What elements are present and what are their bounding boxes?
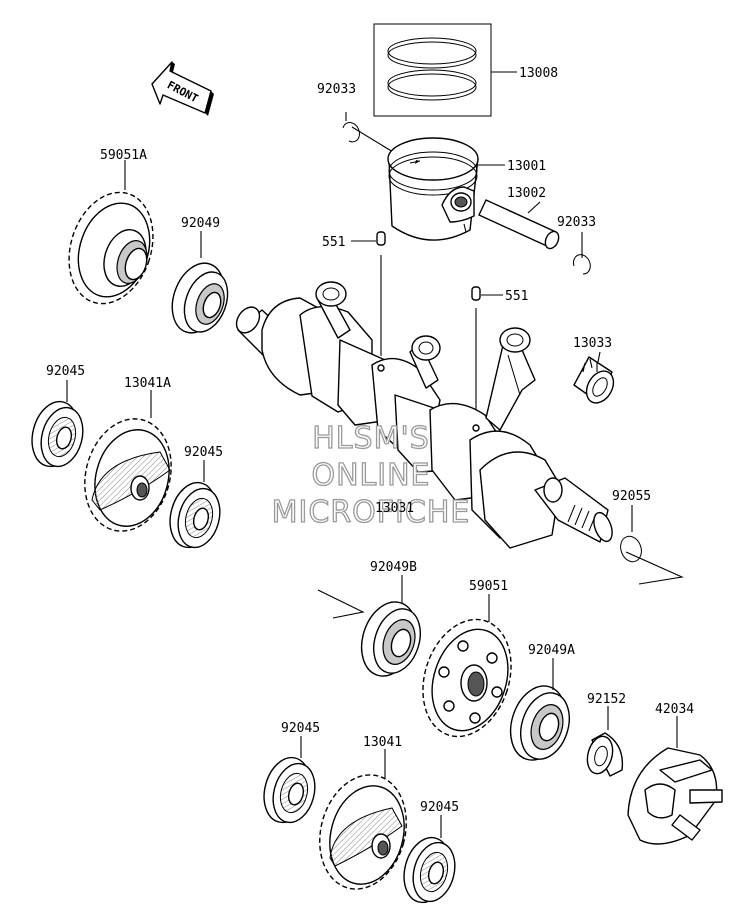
oil-seal-92049a [509,658,570,761]
watermark: HLSM'S ONLINE MICROFICHE [271,420,471,530]
callout-92049: 92049 [181,216,220,231]
callout-13033: 13033 [573,336,612,351]
dowel-pin-lower [471,286,503,418]
callout-42034: 42034 [655,702,694,717]
callout-92152: 92152 [587,692,626,707]
watermark-line-2: ONLINE [311,458,430,493]
callout-92045-b: 92045 [184,445,223,460]
balancer-13041a [84,390,172,532]
callout-551-b: 551 [505,289,528,304]
dowel-pin-upper [351,231,386,356]
piston-pin [478,199,560,250]
crankshaft [235,281,613,549]
balancer-13041 [319,749,407,890]
callout-59051: 59051 [469,579,508,594]
callout-92055: 92055 [612,489,651,504]
gear-59051 [422,594,512,738]
callout-13001: 13001 [507,159,546,174]
coupling-42034 [627,716,723,845]
callout-92049a: 92049A [528,643,575,658]
callout-92045-a: 92045 [46,364,85,379]
callout-13002: 13002 [507,186,546,201]
assembly-guide-line [317,589,365,619]
callout-13008: 13008 [519,66,558,81]
callout-92033-b: 92033 [557,215,596,230]
bushing-92152 [586,706,624,777]
oil-seal-92049b [360,575,421,677]
oil-seal-92049 [171,231,229,334]
piston-ring-box [373,23,517,117]
callout-labels: 13008 92033 13001 13002 92033 59051A 920… [46,66,694,815]
bearing-92045-d [403,815,456,904]
needle-bearing [573,351,615,404]
callout-13031: 13031 [375,501,414,516]
watermark-line-3: MICROFICHE [272,495,471,530]
watermark-line-1: HLSM'S [312,421,430,456]
gear-59051a [68,160,154,305]
circlip-left [342,112,394,153]
front-arrow-icon: FRONT [151,61,214,116]
callout-59051a: 59051A [100,148,147,163]
bearing-92045-b [169,460,221,549]
o-ring [620,505,684,585]
callout-92033-a: 92033 [317,82,356,97]
callout-92045-d: 92045 [420,800,459,815]
circlip-right [573,232,591,275]
piston [387,137,505,241]
bearing-92045-c [263,736,316,824]
callout-92049b: 92049B [370,560,417,575]
callout-13041a: 13041A [124,376,171,391]
callout-92045-c: 92045 [281,721,320,736]
callout-13041: 13041 [363,735,402,750]
bearing-92045-a [31,380,84,468]
callout-551-a: 551 [322,235,345,250]
